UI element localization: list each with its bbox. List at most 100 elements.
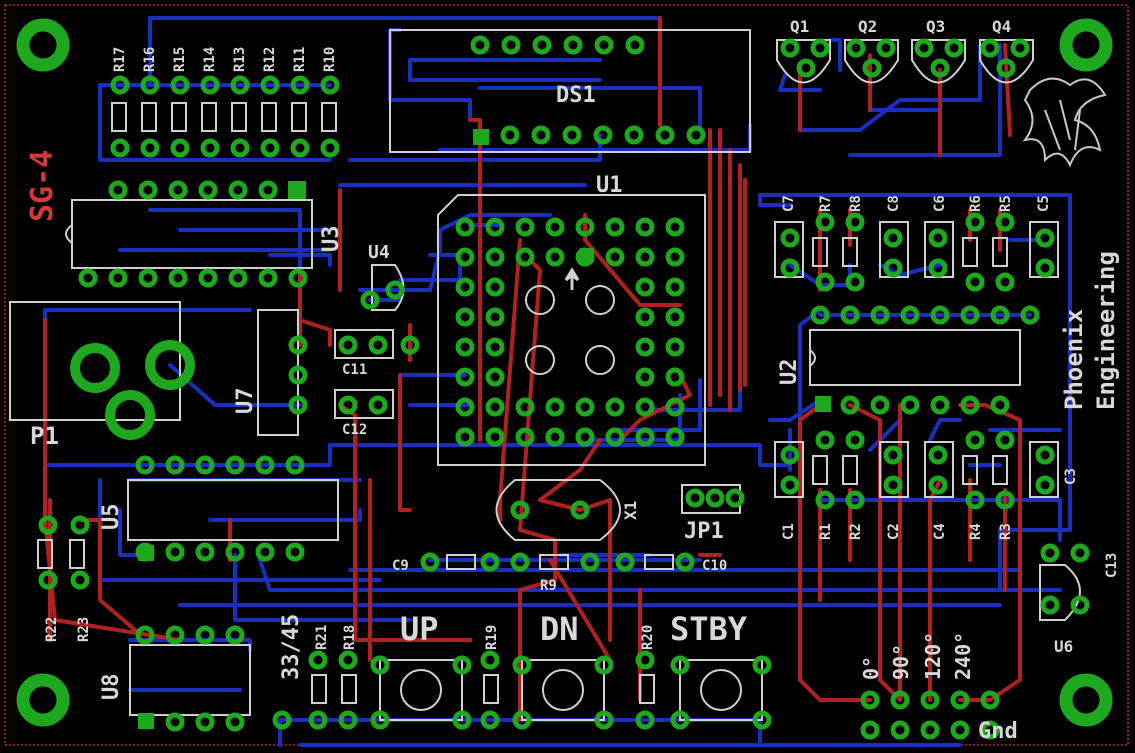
through-hole-pad [485, 427, 505, 447]
through-hole-pad [455, 427, 475, 447]
ref-r21: R21 [314, 625, 330, 650]
through-hole-pad [288, 335, 308, 355]
through-hole-pad [485, 397, 505, 417]
through-hole-pad [485, 247, 505, 267]
through-hole-pad [796, 58, 816, 78]
through-hole-pad [995, 212, 1015, 232]
through-hole-pad [480, 552, 500, 572]
through-hole-pad [38, 515, 58, 535]
through-hole-pad [370, 655, 390, 675]
ref-r6: R6 [968, 195, 984, 212]
through-hole-pad [665, 397, 685, 417]
through-hole-pad [225, 625, 245, 645]
through-hole-pad [883, 258, 903, 278]
through-hole-pad [930, 395, 950, 415]
through-hole-pad [840, 395, 860, 415]
through-hole-pad [135, 455, 155, 475]
through-hole-pad [168, 180, 188, 200]
through-hole-pad [840, 305, 860, 325]
ref-x1: X1 [621, 501, 640, 520]
phoenix-logo [1022, 77, 1107, 168]
company-name-line2: Engineering [1092, 251, 1120, 410]
through-hole-pad [815, 430, 835, 450]
through-hole-pad [501, 35, 521, 55]
through-hole-pad [230, 138, 250, 158]
through-hole-pad [670, 710, 690, 730]
ref-u4: U4 [368, 242, 390, 263]
through-hole-pad [860, 720, 880, 740]
through-hole-pad [995, 272, 1015, 292]
through-hole-pad [930, 305, 950, 325]
ref-c13: C13 [1104, 553, 1120, 578]
through-hole-pad [980, 38, 1000, 58]
ref-r1: R1 [818, 523, 834, 540]
through-hole-pad [752, 655, 772, 675]
through-hole-pad [995, 430, 1015, 450]
through-hole-pad [485, 337, 505, 357]
ref-r12: R12 [262, 47, 278, 72]
label-deg240: 240° [951, 632, 975, 680]
through-hole-pad [845, 272, 865, 292]
through-hole-pad [455, 367, 475, 387]
through-hole-pad [635, 650, 655, 670]
through-hole-pad [135, 625, 155, 645]
through-hole-pad [165, 542, 185, 562]
ref-r22: R22 [44, 617, 60, 642]
through-hole-pad [195, 712, 215, 732]
through-hole-pad [338, 710, 358, 730]
through-hole-pad [570, 500, 590, 520]
ref-r20: R20 [640, 625, 656, 650]
ref-r10: R10 [322, 47, 338, 72]
through-hole-pad [515, 397, 535, 417]
ref-r17: R17 [112, 47, 128, 72]
through-hole-pad [862, 58, 882, 78]
through-hole-pad [860, 690, 880, 710]
through-hole-pad [960, 305, 980, 325]
through-hole-pad [338, 335, 358, 355]
through-hole-pad [200, 75, 220, 95]
through-hole-pad [665, 307, 685, 327]
company-name-line1: Phoenix [1060, 309, 1088, 410]
through-hole-pad [1020, 305, 1040, 325]
through-hole-pad [780, 38, 800, 58]
through-hole-pad [168, 268, 188, 288]
ref-r13: R13 [232, 47, 248, 72]
through-hole-pad [1040, 595, 1060, 615]
through-hole-pad [510, 552, 530, 572]
through-hole-pad [665, 427, 685, 447]
through-hole-pad [515, 247, 535, 267]
through-hole-pad [686, 125, 706, 145]
label-ratio: 33/45 [279, 614, 304, 680]
mounting-holes [16, 18, 1113, 727]
ref-c5: C5 [1036, 195, 1052, 212]
through-hole-pad [890, 720, 910, 740]
ref-c4: C4 [932, 523, 948, 540]
through-hole-pad [200, 138, 220, 158]
through-hole-pad [624, 125, 644, 145]
ref-u2: U2 [777, 359, 802, 386]
through-hole-pad [594, 710, 614, 730]
through-hole-pad [258, 268, 278, 288]
through-hole-pad [665, 367, 685, 387]
label-up: UP [400, 610, 439, 648]
ref-r9: R9 [540, 578, 557, 594]
through-hole-pad [780, 475, 800, 495]
through-hole-pad [675, 552, 695, 572]
through-hole-pad [70, 515, 90, 535]
ref-u3: U3 [319, 226, 344, 253]
through-hole-pad [170, 75, 190, 95]
through-hole-pad [665, 337, 685, 357]
through-hole-pad [455, 247, 475, 267]
ref-r2: R2 [848, 523, 864, 540]
through-hole-pad [512, 655, 532, 675]
ref-c2: C2 [886, 523, 902, 540]
through-hole-pad [615, 552, 635, 572]
through-hole-pad [635, 367, 655, 387]
through-hole-pad [1070, 595, 1090, 615]
through-hole-pad [725, 488, 745, 508]
through-hole-pad [815, 212, 835, 232]
through-hole-pad [815, 272, 835, 292]
through-hole-pad [575, 397, 595, 417]
ref-c7: C7 [781, 195, 797, 212]
